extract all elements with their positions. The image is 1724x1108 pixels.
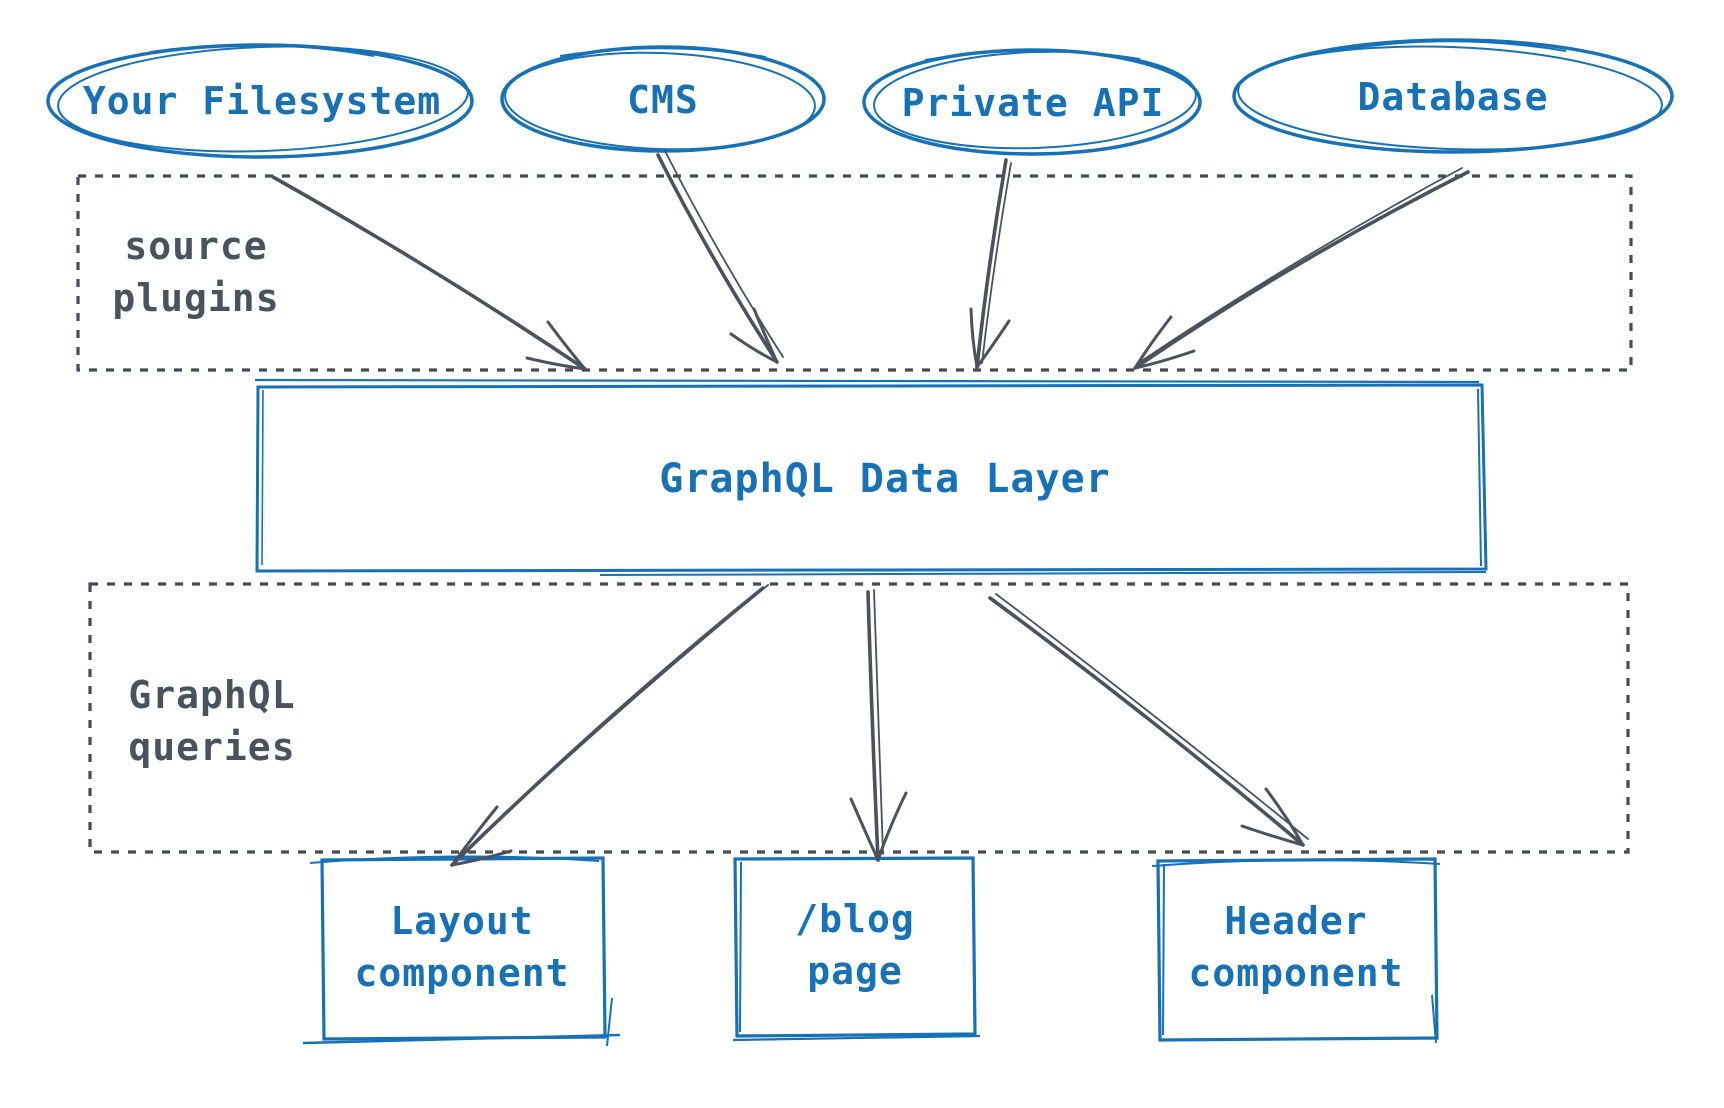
ellipse-database	[1232, 38, 1674, 154]
header-component-box	[1151, 857, 1441, 1044]
ellipse-private-api	[862, 48, 1202, 156]
band-label-source-plugins: source plugins	[112, 220, 279, 324]
output-label-header-component: Header component	[1189, 895, 1404, 999]
output-label-line: component	[1188, 951, 1404, 995]
arrow-your-filesystem-to-data-layer	[271, 175, 587, 371]
output-label-line: /blog	[795, 897, 915, 941]
arrow-data-layer-to-header-component	[988, 593, 1309, 847]
ellipse-cms	[500, 45, 826, 153]
source-plugins-band-border	[76, 174, 1633, 372]
arrow-private-api-to-data-layer	[969, 158, 1012, 369]
band-label-line: queries	[128, 725, 296, 769]
source-label-private-api: Private API	[901, 81, 1165, 125]
band-label-line: GraphQL	[128, 673, 296, 717]
band-label-line: plugins	[112, 276, 280, 320]
layout-component-box	[302, 855, 621, 1047]
output-label-line: Layout	[390, 899, 534, 943]
output-label-line: page	[807, 949, 903, 993]
source-label-your-filesystem: Your Filesystem	[82, 79, 442, 123]
data-layer-label: GraphQL Data Layer	[659, 456, 1111, 502]
arrow-data-layer-to-layout-component	[450, 584, 769, 867]
blog-page-box	[732, 856, 981, 1042]
output-label-line: component	[354, 951, 570, 995]
output-label-line: Header	[1224, 899, 1368, 943]
output-label-blog-page: /blog page	[795, 893, 914, 997]
arrow-data-layer-to-blog-page	[849, 589, 908, 862]
arrow-database-to-data-layer	[1133, 167, 1470, 370]
ellipse-your-filesystem	[46, 43, 474, 159]
output-label-layout-component: Layout component	[355, 895, 570, 999]
source-label-cms: CMS	[627, 78, 699, 122]
data-layer-box	[254, 378, 1488, 576]
band-label-line: source	[124, 224, 268, 268]
band-label-graphql-queries: GraphQL queries	[128, 669, 295, 773]
source-label-database: Database	[1357, 75, 1549, 119]
arrow-cms-to-data-layer	[656, 150, 784, 364]
graphql-queries-band-border	[88, 582, 1630, 854]
